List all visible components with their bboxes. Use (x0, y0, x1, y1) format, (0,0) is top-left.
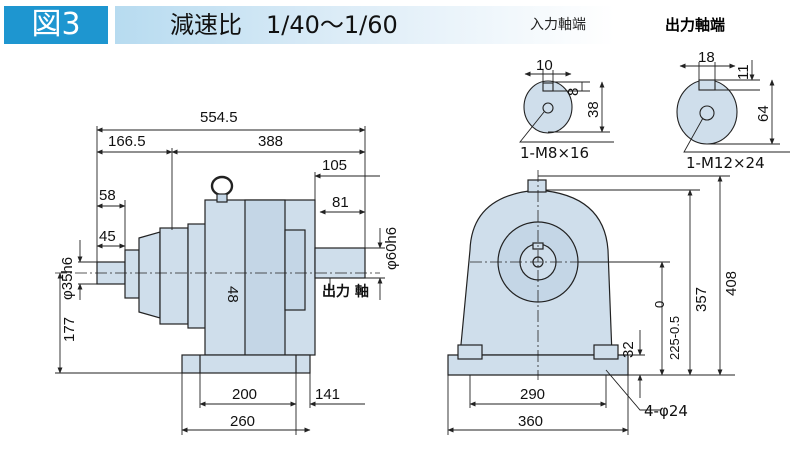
dim-225-tolerance: 225-0.5 (667, 316, 682, 360)
eye-bolt (210, 175, 234, 197)
output-shaft-end-title: 出力軸端 (665, 16, 726, 34)
in-dim-38: 38 (585, 101, 602, 118)
dim-260: 260 (230, 413, 255, 430)
dim-81: 81 (332, 194, 349, 211)
in-dim-10: 10 (536, 57, 553, 74)
in-dim-8: 8 (565, 88, 582, 96)
motor-flange (124, 249, 140, 299)
dim-554-5: 554.5 (200, 109, 238, 126)
input-shaft-end-title: 入力軸端 (530, 17, 586, 33)
dim-58: 58 (99, 187, 116, 204)
dim-105: 105 (322, 157, 347, 174)
out-tap: 1-M12×24 (686, 154, 765, 172)
output-shaft-label: 出力 軸 (322, 283, 369, 300)
motor-ring (159, 227, 189, 325)
output-shaft (314, 247, 366, 279)
figure-badge: 図3 (4, 6, 108, 44)
motor-cover (138, 231, 161, 319)
dim-290: 290 (520, 386, 545, 403)
mount-holes-label: 4-φ24 (644, 402, 688, 420)
dim-200: 200 (232, 386, 257, 403)
title-bar (115, 6, 615, 44)
dim-32: 32 (620, 341, 637, 358)
in-tap: 1-M8×16 (520, 144, 589, 162)
page-title: 減速比 1/40～1/60 (170, 11, 398, 39)
dim-141: 141 (315, 386, 340, 403)
out-dim-11: 11 (735, 64, 752, 80)
dim-225-upper: 0 (652, 301, 667, 308)
out-dim-18: 18 (698, 50, 715, 66)
technical-drawing: 554.5 166.5 388 105 81 58 45 φ35h6 φ60h6… (55, 50, 790, 435)
dim-phi-35h6: φ35h6 (59, 257, 76, 300)
front-view-dimensions (447, 175, 735, 435)
dim-360: 360 (518, 413, 543, 430)
dim-45: 45 (99, 228, 116, 245)
dim-388: 388 (258, 133, 283, 150)
out-dim-64: 64 (755, 105, 772, 122)
dim-166-5: 166.5 (108, 133, 146, 150)
dim-408: 408 (723, 271, 740, 296)
dim-177: 177 (61, 317, 78, 342)
dim-357: 357 (693, 287, 710, 312)
dim-phi-60h6: φ60h6 (383, 227, 400, 270)
front-view (447, 170, 629, 380)
header: 図3 減速比 1/40～1/60 入力軸端 出力軸端 (0, 0, 800, 50)
dim-48: 48 (224, 286, 241, 303)
side-view (55, 175, 380, 374)
side-view-dimensions (55, 126, 385, 435)
base-foot (181, 354, 311, 374)
